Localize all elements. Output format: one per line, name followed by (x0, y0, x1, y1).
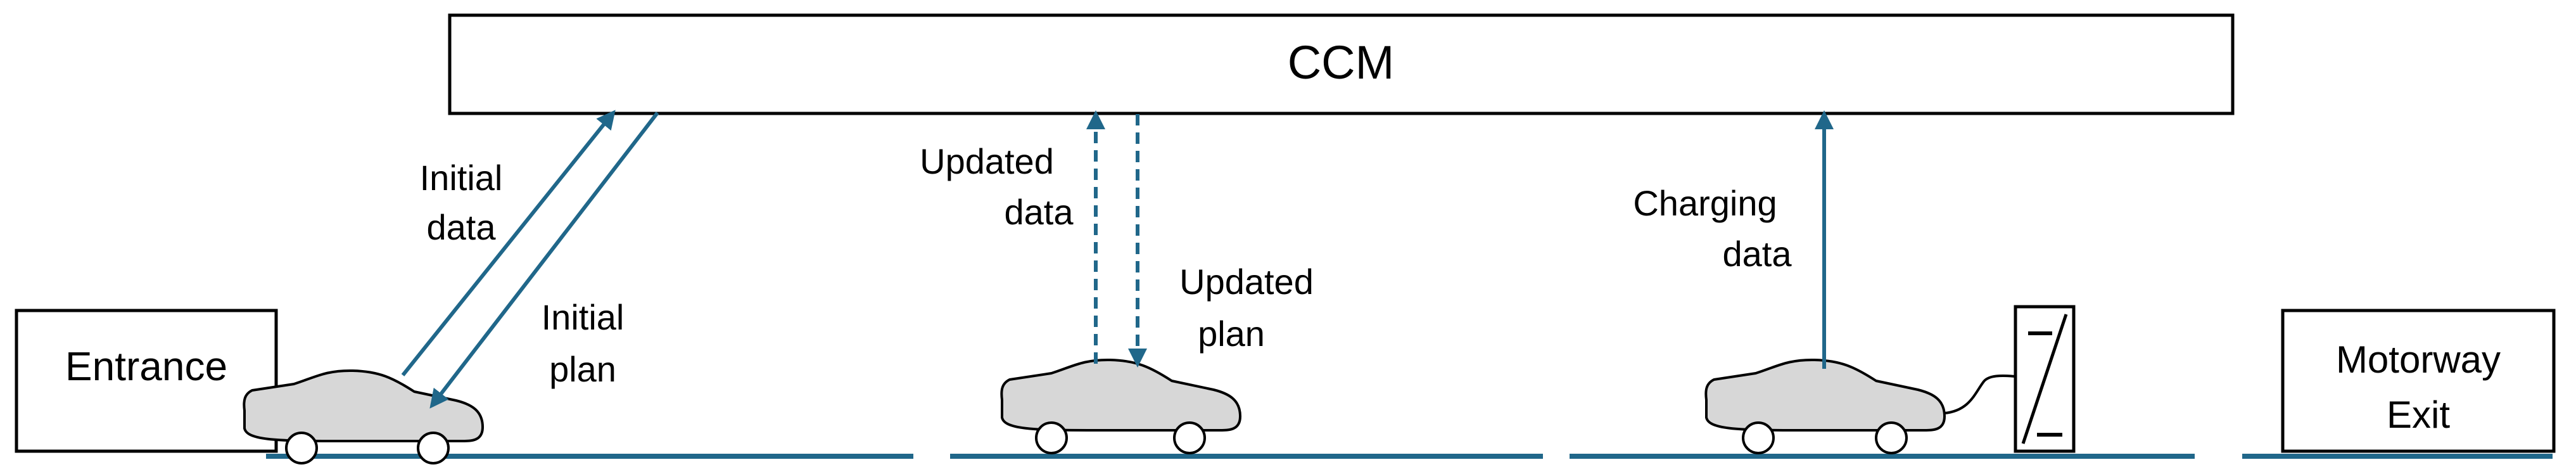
exit-label-line1: Motorway (2336, 338, 2501, 381)
wheel-icon (417, 432, 450, 464)
wheel-icon (285, 432, 318, 464)
charging-station-icon (1944, 305, 2076, 453)
ccm-label: CCM (1288, 36, 1395, 89)
initial-data-label-line2: data (427, 207, 497, 247)
exit-label-line2: Exit (2387, 394, 2450, 436)
charging-data-label-line2: data (1723, 234, 1792, 274)
entrance-box: Entrance (15, 309, 278, 453)
initial-plan-arrow (429, 112, 659, 409)
car-charging (1704, 358, 1946, 454)
updated-plan-label-line2: plan (1198, 314, 1265, 354)
updated-plan-label-line1: Updated (1179, 262, 1314, 302)
ccm-box: CCM (448, 13, 2235, 115)
updated-data-label-line2: data (1005, 192, 1074, 232)
car-entrance (243, 369, 484, 464)
wheel-icon (1173, 421, 1206, 454)
wheel-icon (1875, 421, 1908, 454)
initial-data-label-line1: Initial (420, 158, 503, 198)
wheel-icon (1742, 421, 1775, 454)
motorway-exit-box: Motorway Exit (2281, 309, 2556, 453)
wheel-icon (1035, 421, 1068, 454)
initial-plan-label-line2: plan (549, 349, 616, 389)
car-middle (1000, 358, 1241, 454)
initial-data-arrow (401, 110, 616, 376)
charging-data-label-line1: Charging (1633, 183, 1777, 223)
entrance-label: Entrance (65, 343, 227, 389)
initial-plan-label-line1: Initial (542, 297, 625, 337)
updated-data-label-line1: Updated (920, 141, 1054, 181)
